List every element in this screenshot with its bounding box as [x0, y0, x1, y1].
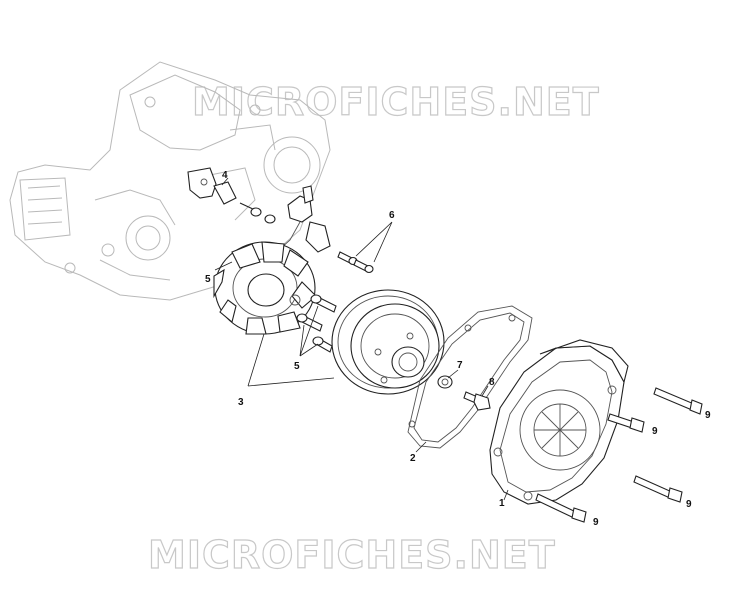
callout-labels: 1 2 3 4 5 5 6 7 8 9 9 9 9 [205, 170, 711, 528]
watermark-bottom: MICROFICHES.NET [148, 533, 556, 577]
part-6-bolts [337, 251, 374, 274]
callout-9-bottom: 9 [593, 517, 599, 528]
leader-lines [214, 177, 509, 501]
part-4-pickup [187, 167, 276, 224]
callout-5-lower: 5 [294, 361, 300, 372]
watermark-top: MICROFICHES.NET [192, 80, 600, 124]
callout-1: 1 [499, 498, 505, 509]
callout-3: 3 [238, 397, 244, 408]
part-9-bolts [535, 387, 703, 523]
callout-9-mid-left: 9 [652, 426, 658, 437]
callout-6: 6 [389, 210, 395, 221]
flywheel-rotor [331, 289, 445, 395]
callout-2: 2 [410, 453, 416, 464]
callout-9-lower-right: 9 [686, 499, 692, 510]
part-5-bolts [296, 294, 337, 353]
engine-crankcase-ghost [9, 61, 331, 301]
part-1-generator-cover [489, 339, 629, 505]
callout-9-top-right: 9 [705, 410, 711, 421]
callout-8: 8 [489, 377, 495, 388]
part-3-stator [213, 241, 317, 335]
callout-7: 7 [457, 360, 463, 371]
callout-4: 4 [222, 170, 228, 181]
part-7-washer [437, 375, 453, 389]
callout-5-upper: 5 [205, 274, 211, 285]
part-2-gasket [407, 305, 533, 449]
part-8-bolt [463, 391, 491, 411]
